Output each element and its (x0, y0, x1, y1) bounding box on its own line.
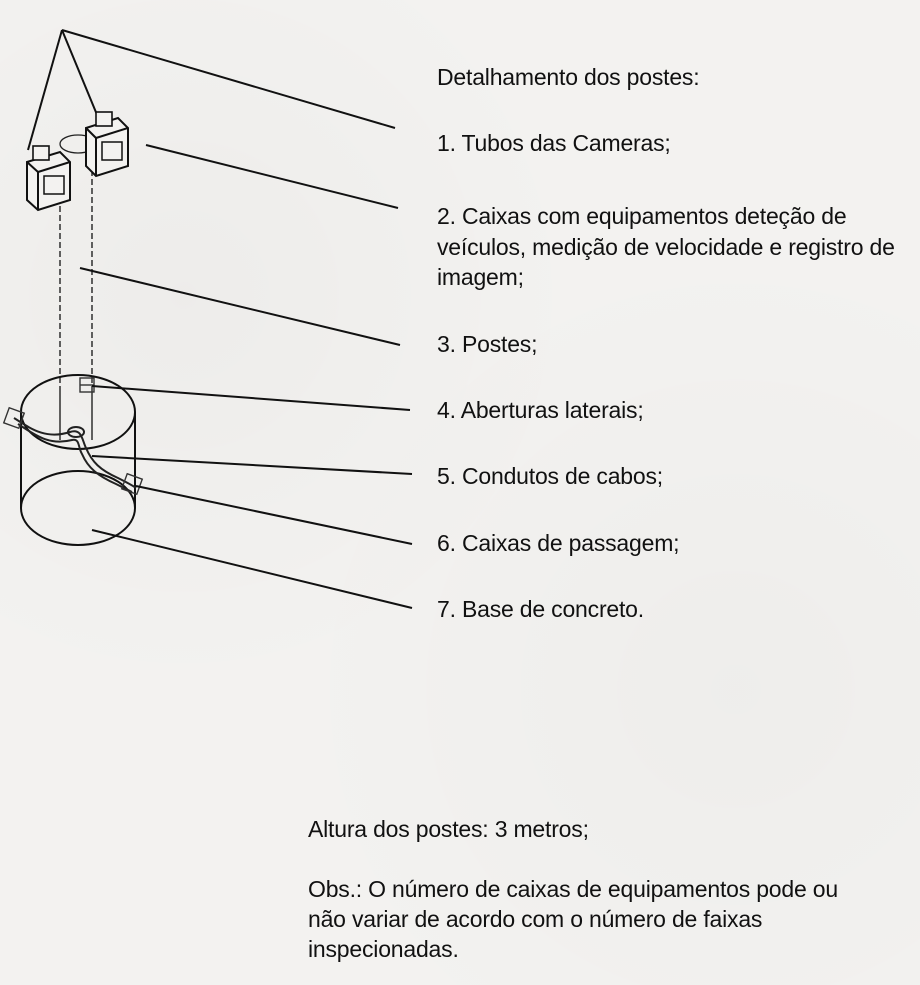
junction-boxes (2, 406, 144, 496)
legend-item-3: 3. Postes; (437, 331, 538, 357)
legend-item-6: 6. Caixas de passagem; (437, 530, 680, 556)
legend-item-1: 1. Tubos das Cameras; (437, 130, 671, 156)
equipment-box-left (26, 145, 71, 212)
pole-lines (59, 170, 93, 440)
legend-item-5: 5. Condutos de cabos; (437, 463, 663, 489)
equipment-box-right (85, 111, 129, 178)
legend-item-2: 2. Caixas com equipamentos deteção de ve… (437, 203, 895, 290)
observation-note: Obs.: O número de caixas de equipamentos… (308, 876, 838, 962)
legend-item-4: 4. Aberturas laterais; (437, 397, 644, 423)
lateral-opening (79, 377, 95, 393)
leader-lines (79, 144, 413, 609)
diagram-title: Detalhamento dos postes: (437, 64, 700, 90)
legend-item-7: 7. Base de concreto. (437, 596, 644, 622)
concrete-base (20, 374, 136, 546)
camera-tubes (27, 29, 396, 151)
pole-height-note: Altura dos postes: 3 metros; (308, 816, 589, 842)
